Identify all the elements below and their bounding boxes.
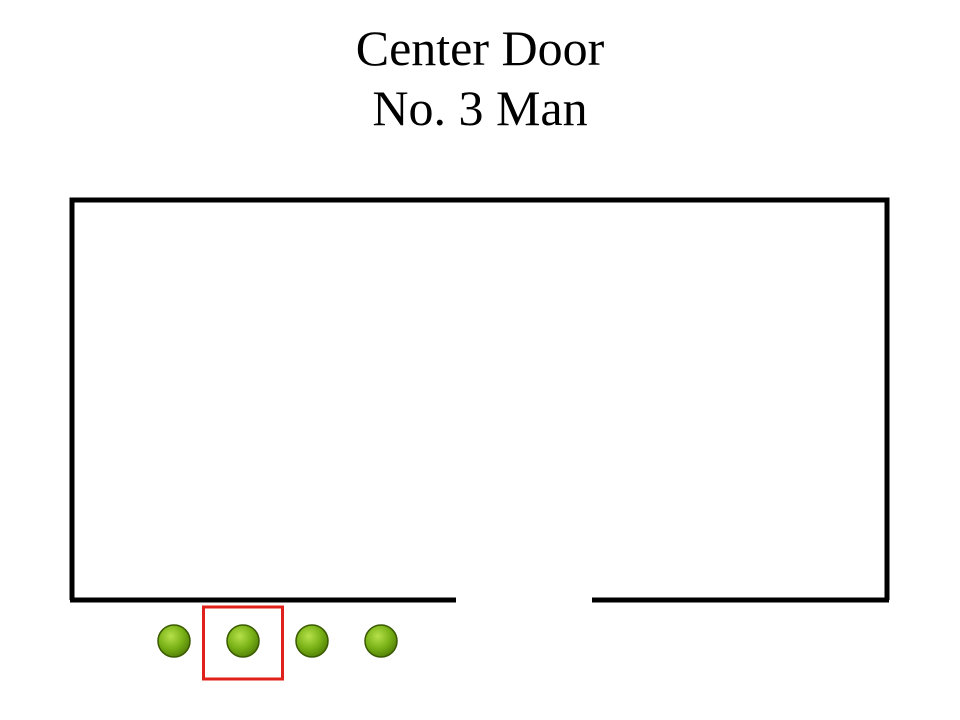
highlight-box xyxy=(202,605,284,681)
team-member-1 xyxy=(157,624,191,658)
team-member-4 xyxy=(364,624,398,658)
team-member-2 xyxy=(226,624,260,658)
title-line-1: Center Door xyxy=(355,20,605,76)
room xyxy=(69,197,890,603)
team-member-3 xyxy=(295,624,329,658)
team-stack xyxy=(157,624,398,658)
page-title: Center Door No. 3 Man xyxy=(0,18,960,138)
center-door-opening xyxy=(456,597,592,603)
title-line-2: No. 3 Man xyxy=(372,80,588,136)
room-wall-left-top-right xyxy=(69,197,890,600)
